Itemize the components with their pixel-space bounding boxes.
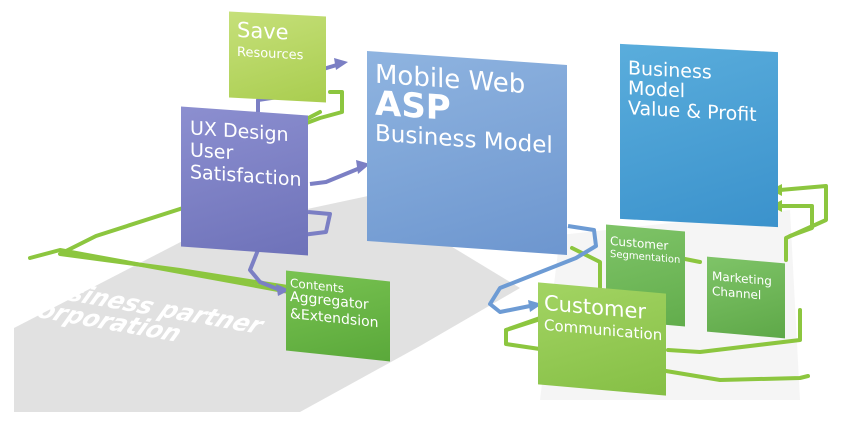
save-resources-title: Save bbox=[237, 17, 289, 45]
business-model-value-box: Business Model Value & Profit bbox=[620, 43, 778, 228]
arrow-to-mobile bbox=[356, 160, 370, 174]
blue-connectors bbox=[488, 224, 598, 314]
save-resources-box: Save Resources bbox=[229, 11, 326, 103]
arrow-to-save bbox=[334, 58, 348, 70]
purple-arrowheads bbox=[276, 58, 370, 296]
save-resources-subtitle: Resources bbox=[237, 44, 304, 64]
marketing-channel-box: Marketing Channel bbox=[707, 256, 785, 339]
partner-floor bbox=[14, 196, 520, 412]
customer-communication-box: Customer Communication bbox=[538, 282, 666, 396]
mobile-web-asp-box: Mobile Web ASP Business Model bbox=[367, 51, 567, 255]
contents-aggregator-box: Contents Aggregator &Extendsion bbox=[286, 270, 390, 362]
ux-design-box: UX Design User Satisfaction bbox=[181, 106, 308, 256]
arrow-to-contents bbox=[276, 284, 290, 296]
